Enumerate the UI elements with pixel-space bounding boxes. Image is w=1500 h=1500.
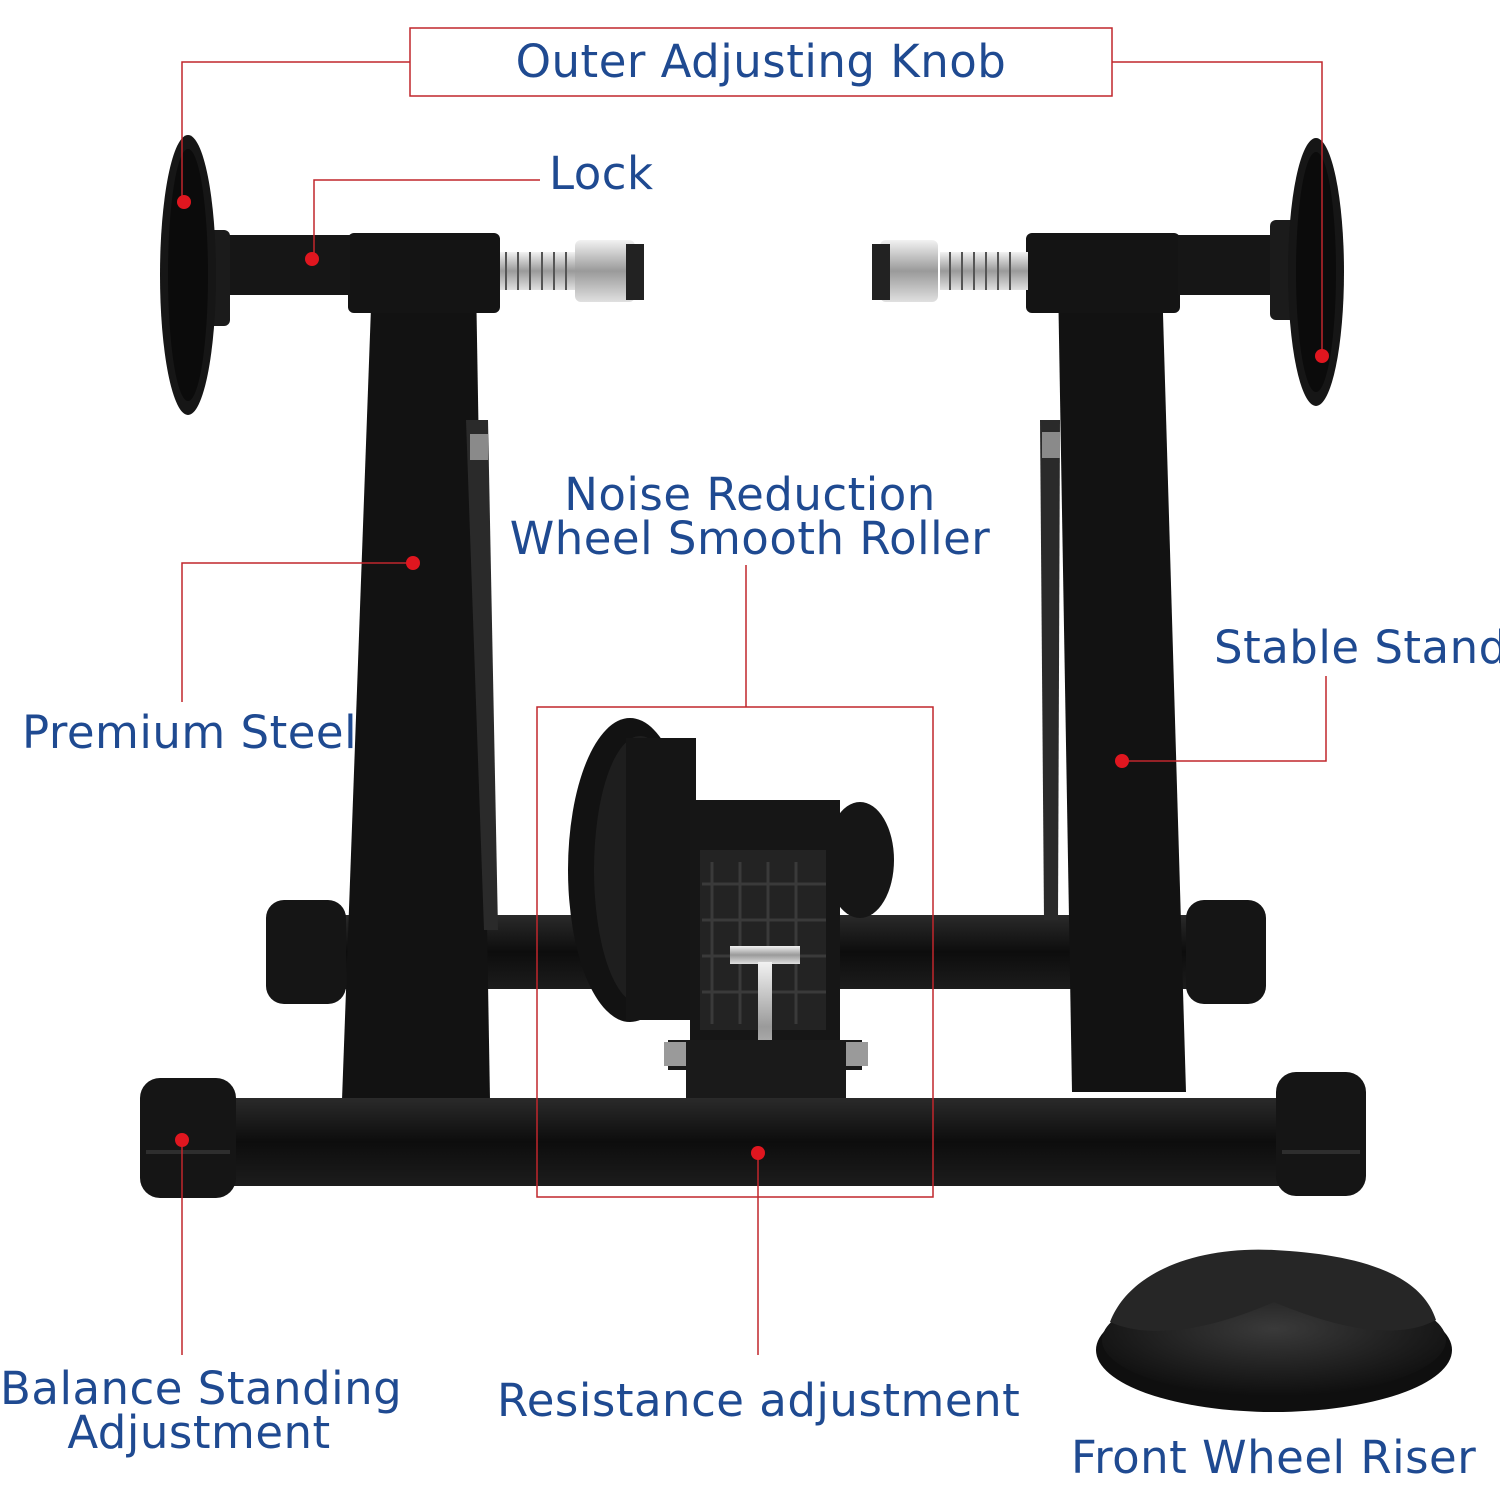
leader-lock: [313, 179, 540, 258]
label-balance-standing-adjustment: Balance Standing Adjustment: [0, 1362, 403, 1459]
label-balance-line2: Adjustment: [67, 1406, 331, 1459]
label-balance-line1: Balance Standing: [0, 1362, 403, 1415]
left-leg: [342, 280, 498, 1100]
marker-dots: [175, 195, 1329, 1160]
marker-dot: [305, 252, 319, 266]
front-crossbar: [140, 1072, 1366, 1198]
marker-dot: [177, 195, 191, 209]
label-resistance-adjustment: Resistance adjustment: [497, 1374, 1021, 1427]
marker-dot: [406, 556, 420, 570]
label-premium-steel: Premium Steel: [22, 706, 358, 759]
left-clamp: [160, 135, 644, 415]
marker-dot: [751, 1146, 765, 1160]
label-front-wheel-riser: Front Wheel Riser: [1071, 1431, 1477, 1484]
front-wheel-riser: [1096, 1249, 1452, 1412]
right-clamp: [872, 138, 1344, 406]
leader-lines: [181, 61, 1327, 1355]
label-outer-adjusting-knob: Outer Adjusting Knob: [515, 35, 1007, 88]
leader-premium-steel: [181, 562, 412, 702]
marker-dot: [1315, 349, 1329, 363]
label-noise-reduction-roller: Noise Reduction Wheel Smooth Roller: [500, 468, 1000, 565]
label-lock: Lock: [549, 147, 654, 200]
leader-outer-knob-right: [1112, 61, 1323, 356]
label-stable-stand: Stable Stand: [1214, 621, 1500, 674]
marker-dot: [175, 1133, 189, 1147]
leader-outer-knob-left: [181, 61, 410, 200]
roller-callout-frame: [536, 706, 934, 1198]
label-noise-reduction-line1: Noise Reduction: [564, 468, 936, 521]
marker-dot: [1115, 754, 1129, 768]
label-noise-reduction-line2: Wheel Smooth Roller: [509, 512, 991, 565]
leader-stable-stand: [1122, 676, 1327, 762]
right-leg: [1040, 280, 1186, 1092]
